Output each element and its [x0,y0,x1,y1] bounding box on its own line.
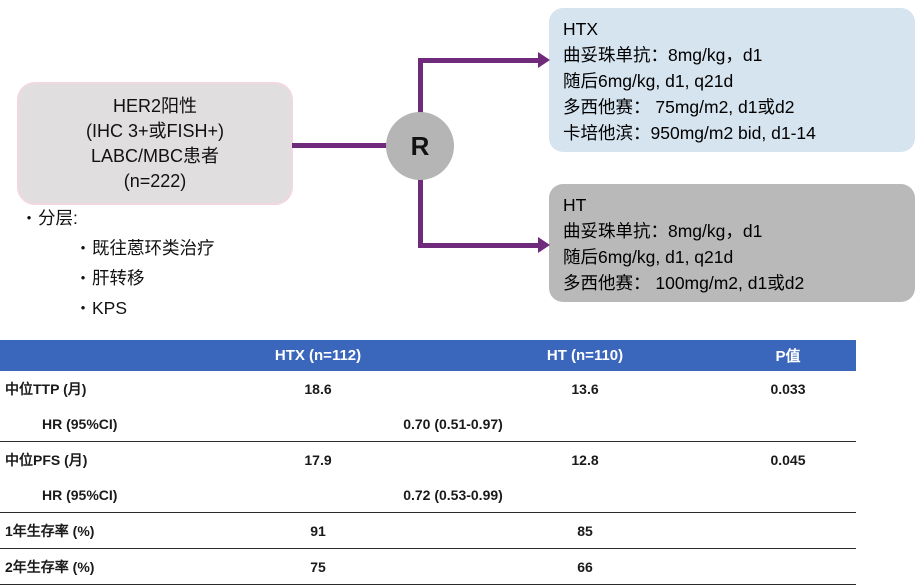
cell-ht: 12.8 [571,451,599,468]
row-label: HR (95%CI) [0,477,186,513]
arm-box-ht: HT 曲妥珠单抗：8mg/kg，d1 随后6mg/kg, d1, q21d 多西… [549,184,915,302]
cell-htx: 17.9 [304,451,332,468]
arm-htx-line-1: HTX [563,19,598,39]
column-header-metric [0,340,186,371]
stratification-item-2: • 肝转移 [14,263,314,293]
arm-box-htx: HTX 曲妥珠单抗：8mg/kg，d1 随后6mg/kg, d1, q21d 多… [549,8,915,152]
population-line-3: LABC/MBC患者 [90,145,220,166]
randomization-node: R [386,112,454,180]
bullet-dot-icon: • [80,300,86,315]
cell-pvalue: 0.033 [770,380,806,397]
stratification-item-label: 肝转移 [92,268,145,288]
connector-randomization-up-vertical [418,58,423,144]
connector-population-to-randomization [292,143,392,148]
cell-pvalue [720,406,856,442]
arm-htx-line-2: 曲妥珠单抗：8mg/kg，d1 [563,45,763,65]
table-row: HR (95%CI) 0.72 (0.53-0.99) [0,477,856,513]
bullet-dot-icon: • [26,210,32,225]
trial-design-diagram: HER2阳性 (IHC 3+或FISH+) LABC/MBC患者 (n=222)… [14,8,915,323]
cell-htx: 75 [186,548,450,585]
table-row: HR (95%CI) 0.70 (0.51-0.97) [0,406,856,442]
stratification-list: • 分层: • 既往蒽环类治疗 • 肝转移 • KPS [14,203,314,323]
stratification-item-label: 既往蒽环类治疗 [92,238,215,258]
bullet-dot-icon: • [80,240,86,255]
connector-randomization-down-horizontal [418,243,540,248]
column-header-ht: HT (n=110) [450,340,720,371]
population-line-2: (IHC 3+或FISH+) [85,120,225,141]
connector-randomization-down-vertical [418,148,423,248]
arrow-head-to-htx-icon [538,52,550,68]
population-line-4: (n=222) [123,170,187,191]
table-row: 中位PFS (月) 17.9 12.8 0.045 [0,442,856,478]
cell-pvalue [720,477,856,513]
arm-htx-line-4: 多西他赛： 75mg/m2, d1或d2 [563,97,795,117]
column-header-htx: HTX (n=112) [186,340,450,371]
stratification-heading: 分层: [38,208,78,228]
cell-pvalue [720,548,856,585]
arm-ht-line-1: HT [563,195,587,215]
stratification-item-1: • 既往蒽环类治疗 [14,233,314,263]
stratification-item-3: • KPS [14,293,314,323]
cell-htx: 91 [186,512,450,549]
arm-ht-line-2: 曲妥珠单抗：8mg/kg，d1 [563,221,763,241]
arm-ht-line-3: 随后6mg/kg, d1, q21d [563,247,734,267]
row-label: 中位TTP (月) [5,380,87,397]
arm-htx-line-3: 随后6mg/kg, d1, q21d [563,71,734,91]
table-row: 1年生存率 (%) 91 85 [0,512,856,549]
arrow-head-to-ht-icon [538,237,550,253]
cell-ht: 13.6 [571,380,599,397]
arm-ht-line-4: 多西他赛： 100mg/m2, d1或d2 [563,273,805,293]
results-table: HTX (n=112) HT (n=110) P值 中位TTP (月) 18.6… [0,340,856,585]
results-table-container: HTX (n=112) HT (n=110) P值 中位TTP (月) 18.6… [0,340,856,585]
cell-pvalue: 0.045 [770,451,806,468]
cell-htx: 18.6 [304,380,332,397]
table-row: 2年生存率 (%) 75 66 [0,548,856,585]
cell-pvalue [720,512,856,549]
cell-ht: 85 [450,512,720,549]
population-line-1: HER2阳性 [112,95,197,116]
population-box: HER2阳性 (IHC 3+或FISH+) LABC/MBC患者 (n=222) [17,82,293,205]
stratification-item-label: KPS [92,298,128,318]
arm-htx-line-5: 卡培他滨：950mg/m2 bid, d1-14 [563,123,816,143]
row-label: 1年生存率 (%) [0,512,186,549]
cell-hr-value: 0.70 (0.51-0.97) [186,406,720,442]
row-label: 中位PFS (月) [5,451,88,468]
row-label: 2年生存率 (%) [0,548,186,585]
row-label: HR (95%CI) [0,406,186,442]
cell-hr-value: 0.72 (0.53-0.99) [186,477,720,513]
table-header-row: HTX (n=112) HT (n=110) P值 [0,340,856,371]
bullet-dot-icon: • [80,270,86,285]
column-header-pvalue: P值 [720,340,856,371]
randomization-label: R [410,130,430,161]
connector-randomization-up-horizontal [418,58,540,63]
stratification-heading-row: • 分层: [14,203,314,233]
table-row: 中位TTP (月) 18.6 13.6 0.033 [0,371,856,406]
cell-ht: 66 [450,548,720,585]
